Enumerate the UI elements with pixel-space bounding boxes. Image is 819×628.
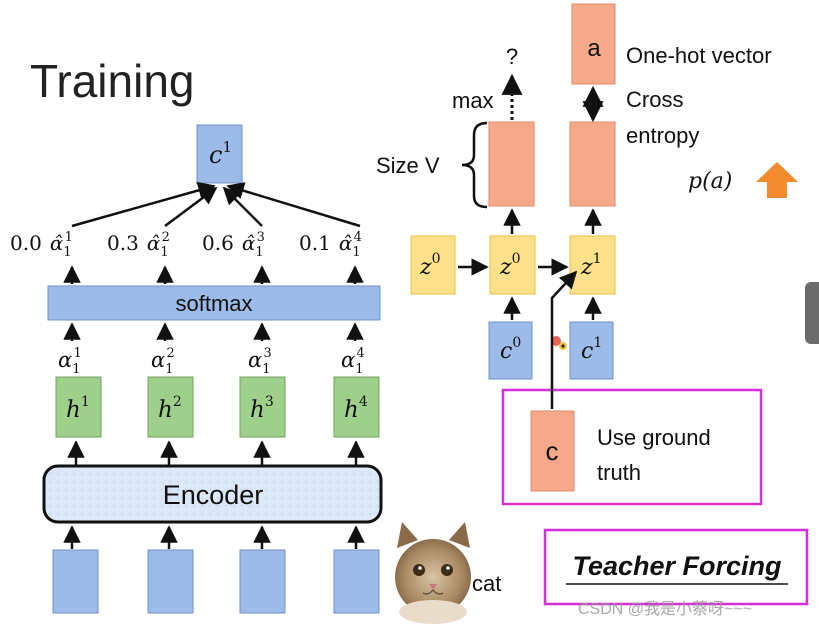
ground-truth-highlight bbox=[501, 388, 763, 506]
increase-arrow-icon bbox=[756, 162, 798, 198]
output-distribution-1 bbox=[488, 121, 535, 207]
onehot-caption: One-hot vector bbox=[626, 43, 772, 68]
decoder-state-0-box bbox=[489, 235, 536, 295]
alpha-2: α12 bbox=[151, 346, 175, 377]
context-0-label: c0 bbox=[500, 335, 521, 364]
output-distribution-2 bbox=[569, 121, 616, 207]
hidden-state-box bbox=[147, 376, 194, 438]
ground-truth-box bbox=[530, 410, 575, 492]
input-vector-box bbox=[333, 549, 380, 614]
attention-sum-arrows bbox=[71, 181, 361, 228]
decoder-state-0-label: z0 bbox=[499, 251, 521, 280]
input-vector-box bbox=[239, 549, 286, 614]
context-1-box bbox=[569, 321, 614, 380]
softmax-out-arrows bbox=[63, 265, 364, 284]
ground-truth-char: c bbox=[546, 436, 559, 466]
cat-image bbox=[395, 522, 471, 624]
teacher-forcing-label: Teacher Forcing bbox=[572, 551, 782, 581]
input-vector-box bbox=[52, 549, 99, 614]
decoder-state-1-label: z1 bbox=[580, 251, 602, 280]
predicted-token: ? bbox=[506, 44, 518, 69]
alpha-arrows bbox=[63, 322, 364, 341]
probability-label: p(a) bbox=[688, 169, 732, 194]
hidden-states bbox=[55, 376, 380, 438]
pointer-cursor-icon bbox=[551, 336, 567, 350]
input-vector-box bbox=[147, 549, 194, 614]
teacher-forcing-box bbox=[543, 528, 809, 606]
watermark: CSDN @我是小蔡呀~~~ bbox=[578, 600, 752, 618]
input-vectors bbox=[52, 549, 380, 614]
context-vector-box bbox=[196, 124, 243, 184]
hidden-state-box bbox=[333, 376, 380, 438]
context-vector-label: c1 bbox=[209, 138, 232, 169]
alpha-3: α13 bbox=[248, 346, 272, 377]
input-arrows bbox=[63, 525, 365, 549]
slide-title: Training bbox=[30, 55, 194, 107]
hidden-state-box bbox=[55, 376, 102, 438]
onehot-target-label: a bbox=[587, 35, 601, 62]
side-panel-handle[interactable] bbox=[805, 282, 819, 344]
encoder-out-arrows bbox=[67, 440, 365, 466]
ground-truth-arrow bbox=[550, 270, 578, 409]
alpha-4: α14 bbox=[341, 346, 365, 377]
cross-entropy-line1: Cross bbox=[626, 87, 683, 112]
context-1-label: c1 bbox=[581, 335, 602, 364]
encoder-box bbox=[42, 464, 383, 524]
cat-label: cat bbox=[472, 571, 501, 596]
alpha-1: α11 bbox=[58, 346, 82, 377]
encoder-label: Encoder bbox=[163, 480, 264, 510]
softmax-label: softmax bbox=[175, 291, 252, 316]
softmax-box bbox=[47, 285, 381, 321]
hidden-state-box bbox=[239, 376, 286, 438]
size-brace bbox=[461, 121, 488, 209]
init-state-label: z0 bbox=[419, 251, 441, 280]
max-label: max bbox=[452, 88, 494, 113]
size-label: Size V bbox=[376, 153, 440, 178]
decoder-state-1-box bbox=[569, 235, 616, 295]
cross-entropy-line2: entropy bbox=[626, 123, 699, 148]
init-state-box bbox=[410, 235, 456, 295]
ground-truth-line2: truth bbox=[597, 460, 641, 485]
onehot-target-box bbox=[571, 3, 616, 85]
context-0-box bbox=[488, 321, 533, 380]
ground-truth-line1: Use ground bbox=[597, 425, 711, 450]
